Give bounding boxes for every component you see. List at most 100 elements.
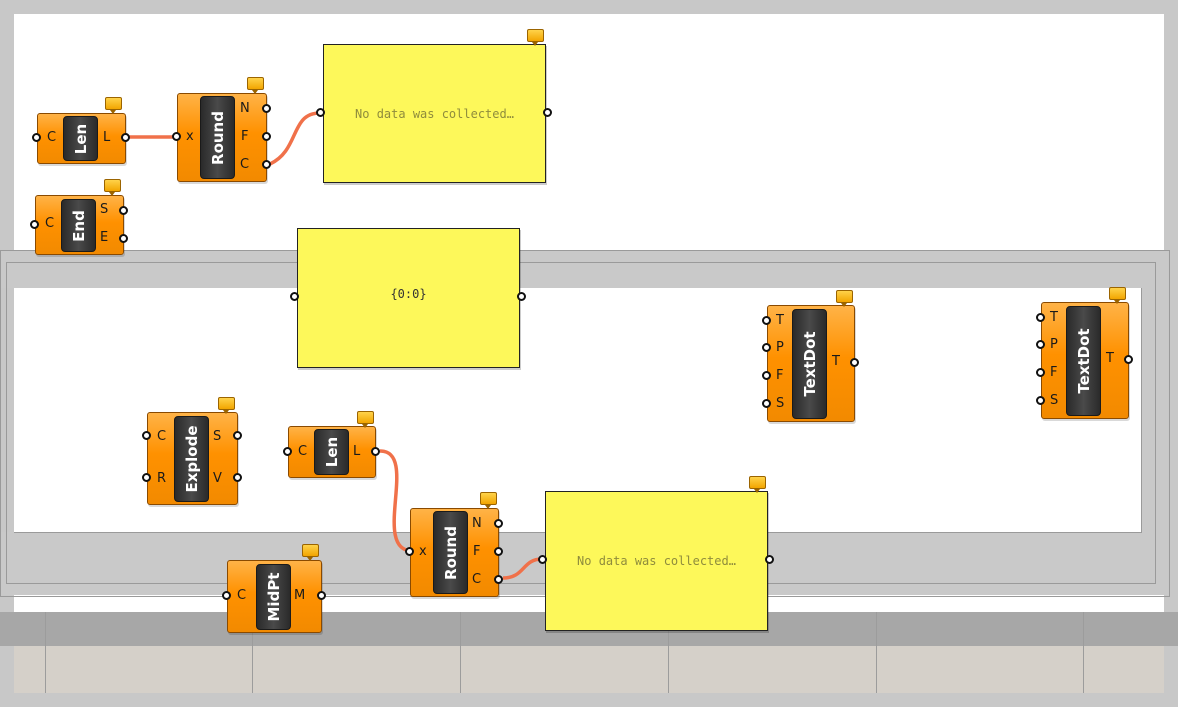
input-label: C: [47, 130, 57, 145]
component-name-core: Explode: [174, 416, 209, 502]
grid-divider: [460, 612, 461, 693]
component-name-core: MidPt: [256, 564, 291, 630]
output-grip[interactable]: [119, 234, 128, 243]
input-grip[interactable]: [172, 132, 181, 141]
panel-input-grip[interactable]: [316, 108, 325, 117]
input-label: F: [776, 368, 784, 383]
input-grip[interactable]: [405, 547, 414, 556]
output-label: C: [472, 572, 482, 587]
input-label: P: [1050, 337, 1058, 352]
input-label: T: [1050, 310, 1058, 325]
input-grip[interactable]: [1036, 368, 1045, 377]
output-grip[interactable]: [233, 473, 242, 482]
output-grip[interactable]: [494, 519, 503, 528]
tag-icon: [105, 97, 122, 114]
input-label: x: [419, 544, 427, 559]
input-grip[interactable]: [142, 431, 151, 440]
component-name: TextDot: [1074, 328, 1093, 394]
input-grip[interactable]: [32, 133, 41, 142]
component-name: MidPt: [264, 572, 283, 622]
input-label: S: [1050, 393, 1059, 408]
output-grip[interactable]: [850, 358, 859, 367]
panel-text: No data was collected…: [355, 106, 514, 121]
output-grip[interactable]: [233, 431, 242, 440]
input-label: C: [298, 444, 308, 459]
output-label: T: [832, 354, 840, 369]
len-component[interactable]: C Len L: [37, 113, 126, 164]
textdot-component[interactable]: T P F S TextDot T: [1041, 302, 1129, 419]
input-grip[interactable]: [142, 473, 151, 482]
panel-tag-icon: [527, 29, 544, 46]
panel-tag-icon: [749, 476, 766, 493]
output-label: N: [240, 101, 250, 116]
input-grip[interactable]: [762, 399, 771, 408]
panel-bottom[interactable]: No data was collected…: [545, 491, 768, 631]
input-grip[interactable]: [1036, 340, 1045, 349]
panel-output-grip[interactable]: [543, 108, 552, 117]
input-grip[interactable]: [283, 447, 292, 456]
output-grip[interactable]: [494, 547, 503, 556]
wire[interactable]: [269, 111, 321, 166]
panel-input-grip[interactable]: [538, 555, 547, 564]
output-label: E: [100, 230, 109, 245]
grid-divider: [1083, 612, 1084, 693]
panel-middle[interactable]: {0:0}: [297, 228, 520, 368]
panel-output-grip[interactable]: [765, 555, 774, 564]
input-grip[interactable]: [762, 316, 771, 325]
wire[interactable]: [502, 557, 543, 580]
component-name-core: Len: [314, 429, 349, 475]
input-label: R: [157, 471, 167, 486]
input-grip[interactable]: [1036, 313, 1045, 322]
output-grip[interactable]: [1124, 355, 1133, 364]
round-component[interactable]: x Round N F C: [410, 508, 499, 597]
end-component[interactable]: C End S E: [35, 195, 124, 255]
panel-output-grip[interactable]: [517, 292, 526, 301]
bottom-canvas-strip: [14, 646, 1164, 693]
input-grip[interactable]: [222, 591, 231, 600]
component-name: Explode: [182, 425, 201, 493]
output-label: C: [240, 157, 250, 172]
output-grip[interactable]: [262, 160, 271, 169]
output-label: T: [1106, 351, 1114, 366]
output-grip[interactable]: [317, 591, 326, 600]
component-name-core: Round: [433, 511, 468, 594]
explode-component[interactable]: C R Explode S V: [147, 412, 238, 505]
textdot-component[interactable]: T P F S TextDot T: [767, 305, 855, 422]
input-grip[interactable]: [762, 371, 771, 380]
output-label: L: [103, 130, 111, 145]
output-label: L: [353, 444, 361, 459]
component-name: End: [69, 209, 88, 242]
round-component[interactable]: x Round N F C: [177, 93, 267, 182]
output-grip[interactable]: [494, 575, 503, 584]
tag-icon: [247, 77, 264, 94]
panel-input-grip[interactable]: [290, 292, 299, 301]
tag-icon: [104, 179, 121, 196]
output-grip[interactable]: [119, 206, 128, 215]
grid-divider: [45, 612, 46, 693]
input-label: T: [776, 313, 784, 328]
component-name-core: Round: [200, 96, 235, 179]
output-grip[interactable]: [262, 104, 271, 113]
input-label: F: [1050, 365, 1058, 380]
output-label: S: [213, 429, 222, 444]
component-name: Len: [322, 436, 341, 468]
wire[interactable]: [379, 449, 414, 553]
tag-icon: [218, 397, 235, 414]
midpt-component[interactable]: C MidPt M: [227, 560, 322, 633]
component-name: TextDot: [800, 331, 819, 397]
input-grip[interactable]: [1036, 396, 1045, 405]
output-grip[interactable]: [262, 132, 271, 141]
grid-divider: [668, 612, 669, 693]
component-name: Round: [208, 110, 227, 165]
input-grip[interactable]: [762, 343, 771, 352]
output-label: V: [213, 471, 222, 486]
output-grip[interactable]: [121, 133, 130, 142]
len-component[interactable]: C Len L: [288, 426, 376, 478]
output-grip[interactable]: [371, 447, 380, 456]
grid-divider: [252, 612, 253, 693]
input-grip[interactable]: [30, 220, 39, 229]
panel-top[interactable]: No data was collected…: [323, 44, 546, 183]
input-label: C: [237, 588, 247, 603]
tag-icon: [302, 544, 319, 561]
component-name-core: TextDot: [792, 309, 827, 419]
